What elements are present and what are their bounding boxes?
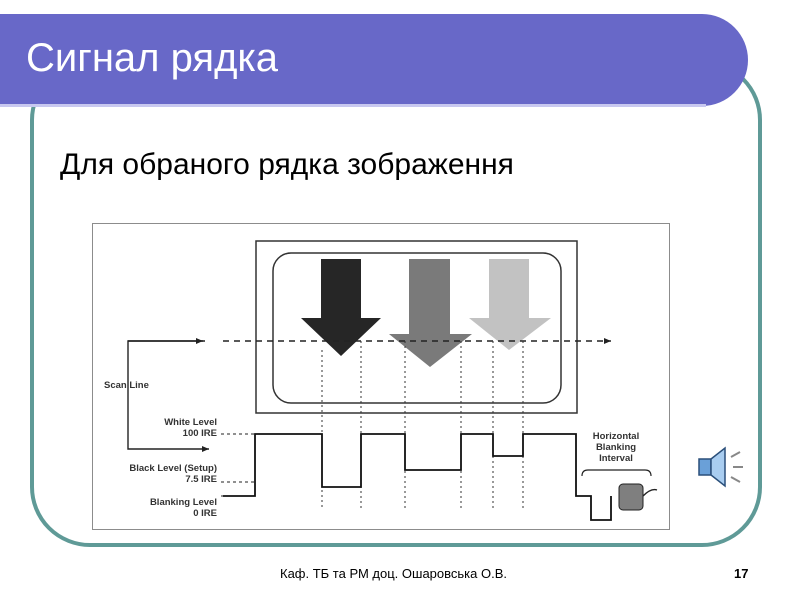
screen-frame (255, 240, 578, 414)
hbi-label-line3: Interval (599, 453, 633, 464)
slide-footer: Каф. ТБ та РМ доц. Ошаровська О.В. (280, 566, 507, 581)
sync-pulse-box (618, 483, 644, 511)
medium-arrow (389, 259, 472, 367)
sound-wave (730, 451, 741, 458)
light-arrow (469, 259, 551, 350)
page-number: 17 (734, 566, 749, 581)
video-waveform (223, 433, 612, 521)
hbi-label-line2: Blanking (596, 442, 636, 453)
white-level-ire: 100 IRE (183, 428, 217, 439)
slide-title: Сигнал рядка (26, 36, 279, 80)
speaker-icon-svg (698, 446, 743, 488)
scan-line-diagram: Scan Line White Level 100 IRE Black Leve… (92, 223, 670, 530)
white-level-label: White Level (164, 417, 217, 428)
blanking-level-ire: 0 IRE (193, 508, 217, 519)
title-bar (0, 14, 748, 106)
scan-line-label: Scan Line (104, 380, 149, 391)
hbi-label-line1: Horizontal (593, 431, 639, 442)
title-underline (0, 104, 706, 107)
black-level-label: Black Level (Setup) (129, 463, 217, 474)
screen-display (272, 252, 562, 404)
speaker-cone (710, 446, 726, 488)
slide-subtitle: Для обраного рядка зображення (60, 148, 514, 181)
speaker-body (698, 458, 712, 476)
hbi-bracket (581, 469, 652, 477)
dark-arrow (301, 259, 381, 356)
sync-connector (642, 488, 658, 497)
level-markers (221, 433, 255, 497)
blanking-level-label: Blanking Level (150, 497, 217, 508)
speaker-icon[interactable] (693, 440, 749, 496)
dotted-guides (321, 341, 524, 509)
sound-wave (730, 476, 741, 483)
black-level-ire: 7.5 IRE (185, 474, 217, 485)
diagram-svg: Scan Line White Level 100 IRE Black Leve… (104, 240, 658, 521)
